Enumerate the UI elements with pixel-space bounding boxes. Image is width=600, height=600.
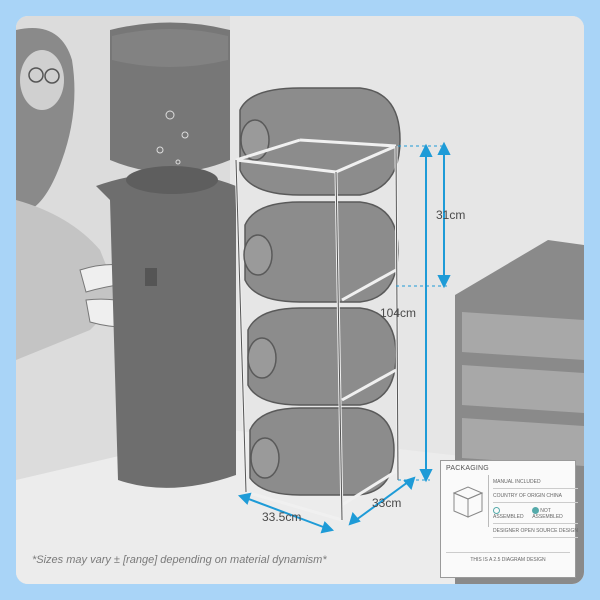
not-assembled-option: NOT ASSEMBLED (532, 507, 578, 520)
depth-label: 33cm (372, 496, 402, 510)
assembly-options: ASSEMBLED NOT ASSEMBLED (493, 503, 579, 524)
woman-figure (16, 28, 151, 360)
size-disclaimer: *Sizes may vary ± [range] depending on m… (32, 554, 327, 566)
manual-info: MANUAL INCLUDED (493, 475, 579, 489)
packaging-card: PACKAGING MANUAL INCLUDED COUNTRY OF ORI… (440, 460, 579, 578)
packaging-title: PACKAGING (446, 465, 489, 472)
product-image-frame: 104cm 31cm 33.5cm 33cm *Sizes may vary ±… (16, 16, 584, 584)
dimension-guides (396, 145, 448, 481)
radio-empty-icon (493, 507, 500, 514)
designer-info: DESIGNER OPEN SOURCE DESIGN (493, 524, 579, 538)
dimension-lines (237, 141, 451, 534)
assembled-label: ASSEMBLED (493, 514, 524, 520)
water-dispenser (96, 22, 236, 488)
water-bottles (239, 87, 401, 496)
origin-info: COUNTRY OF ORIGIN CHINA (493, 489, 579, 503)
width-label: 33.5cm (262, 510, 302, 524)
shelf-spacing-label: 31cm (436, 208, 466, 222)
assembled-option: ASSEMBLED (493, 507, 528, 520)
radio-filled-icon (532, 507, 540, 514)
not-assembled-label: NOT ASSEMBLED (532, 507, 563, 520)
bottle-rack-outline (235, 145, 399, 521)
packaging-footer: THIS IS A 2.5 DIAGRAM DESIGN (446, 552, 570, 563)
height-total-label: 104cm (380, 306, 417, 320)
box-icon (446, 475, 489, 527)
